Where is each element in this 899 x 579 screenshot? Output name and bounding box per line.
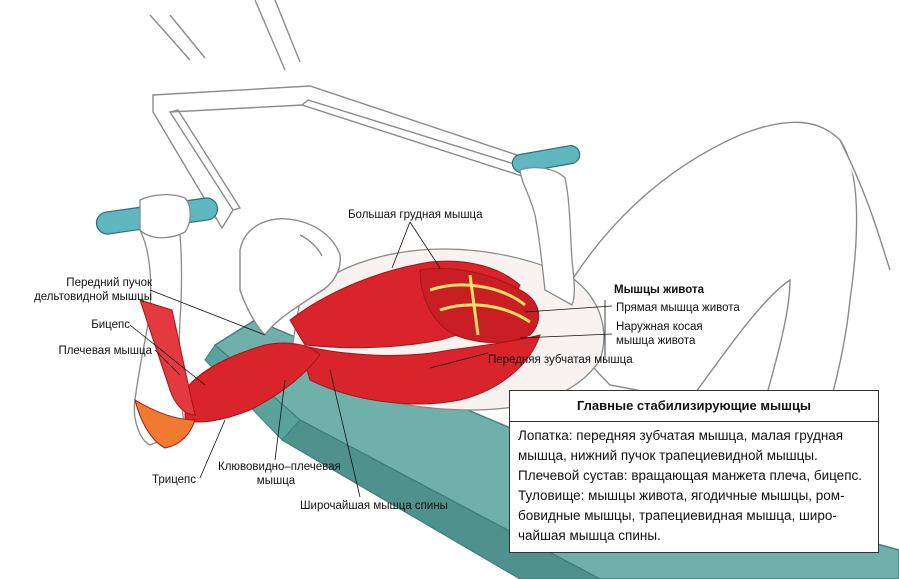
stabilizers-info-box: Главные стабилизирующие мышцы Лопатка: п… (509, 390, 879, 553)
machine-frame (149, 0, 542, 230)
info-line: бовидные мышцы, трапециевидная мышца, ши… (518, 508, 837, 523)
label-coracobrachialis-line1: Клювовидно–плечевая (218, 461, 341, 473)
info-line: Плечевой сустав: вращающая манжета плеча… (518, 468, 863, 483)
head (239, 218, 341, 337)
info-line: чайшая мышца спины. (518, 528, 661, 543)
label-pectoralis-major: Большая грудная мышца (348, 209, 483, 221)
right-handle (511, 145, 581, 173)
label-serratus-anterior: Передняя зубчатая мышца (488, 354, 633, 366)
label-coracobrachialis-line2: мышца (256, 475, 296, 487)
info-box-title: Главные стабилизирующие мышцы (510, 391, 878, 422)
muscle-group (134, 260, 541, 449)
info-line: Лопатка: передняя зубчатая мышца, малая … (518, 428, 844, 443)
triceps-shape (134, 398, 196, 449)
label-biceps: Бицепс (91, 319, 130, 331)
deltoid-shape (184, 342, 321, 423)
label-rectus-abdominis: Прямая мышца живота (616, 302, 740, 314)
serratus-shape (299, 334, 541, 405)
info-line: Туловище: мышцы живота, ягодичные мышцы,… (518, 488, 845, 503)
pointer-lines (129, 221, 613, 498)
label-anterior-deltoid-line2: дельтовидной мышцы (34, 291, 152, 303)
label-anterior-deltoid-line1: Передний пучок (66, 277, 152, 289)
label-triceps: Трицепс (152, 474, 197, 486)
label-brachialis: Плечевая мышца (58, 345, 152, 357)
label-abdominals-header: Мышцы живота (614, 284, 704, 296)
label-external-oblique-line2: мышца живота (616, 335, 696, 347)
info-line: мышца, нижний пучок трапециевидной мышцы… (518, 448, 818, 463)
info-box-body: Лопатка: передняя зубчатая мышца, малая … (518, 427, 870, 547)
right-arm (519, 167, 575, 306)
legs (559, 121, 891, 431)
label-external-oblique-line1: Наружная косая (616, 321, 703, 333)
label-latissimus-dorsi: Широчайшая мышца спины (300, 500, 448, 512)
